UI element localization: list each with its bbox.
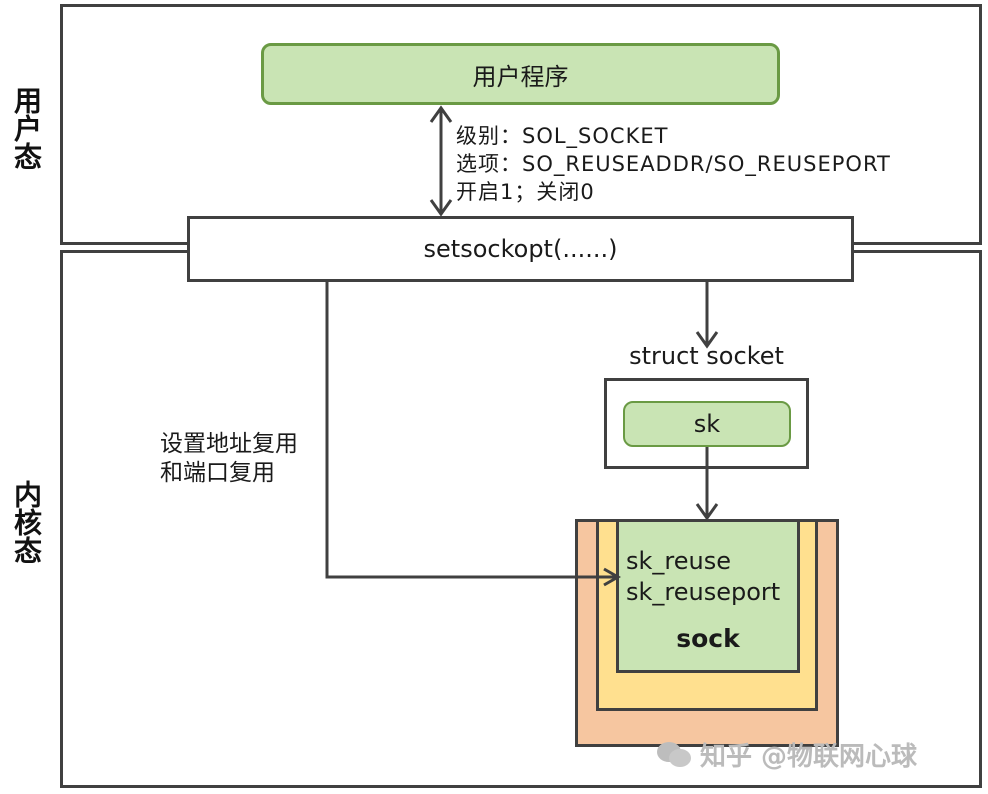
- user-program-box: 用户程序: [261, 43, 780, 105]
- struct-socket-title: struct socket: [629, 342, 784, 370]
- param-option: 选项：SO_REUSEADDR/SO_REUSEPORT: [456, 152, 891, 176]
- watermark-text: 知乎 @物联网心球: [700, 742, 918, 772]
- annotation-line1: 设置地址复用: [160, 431, 298, 457]
- user-program-label: 用户程序: [472, 62, 569, 91]
- sk-field-box: sk: [623, 401, 791, 447]
- setsockopt-box: setsockopt(......): [187, 216, 854, 282]
- annotation-line2: 和端口复用: [160, 460, 275, 486]
- param-level: 级别：SOL_SOCKET: [456, 124, 669, 148]
- param-toggle: 开启1；关闭0: [456, 180, 595, 204]
- kernel-space-label: 内核态: [10, 480, 43, 564]
- sock-inner-box: [616, 519, 800, 673]
- setsockopt-label: setsockopt(......): [423, 235, 618, 263]
- sock-field-reuse: sk_reuse: [626, 547, 731, 575]
- sock-field-reuseport: sk_reuseport: [626, 578, 781, 606]
- watermark: 知乎 @物联网心球: [656, 736, 917, 773]
- wechat-icon: [657, 741, 691, 767]
- kernel-space-region: [60, 250, 982, 788]
- user-space-label: 用户态: [10, 86, 43, 170]
- sk-field-label: sk: [693, 410, 721, 438]
- sock-title: sock: [676, 624, 740, 653]
